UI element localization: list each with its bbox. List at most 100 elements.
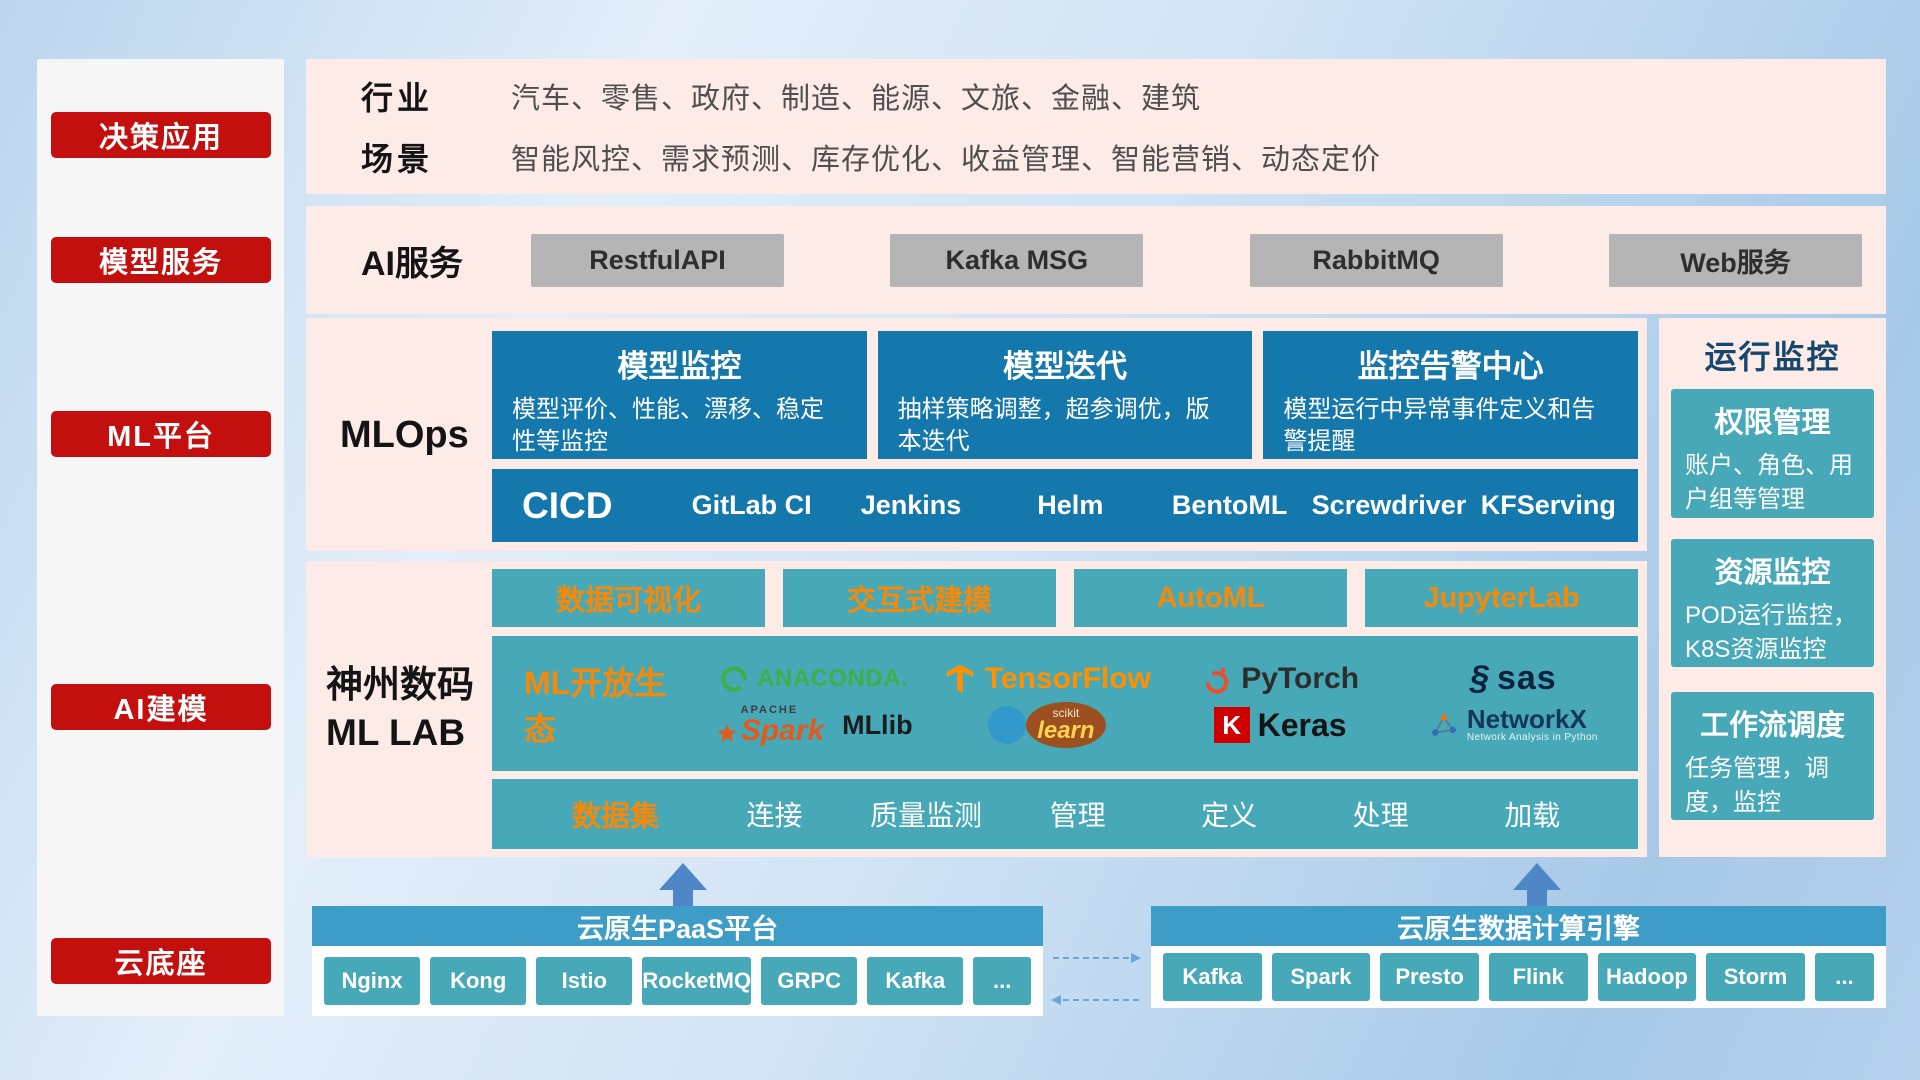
sidebar-item-decision-app: 决策应用: [51, 112, 271, 158]
networkx-wordmark: NetworkX: [1466, 704, 1587, 735]
industry-list: 汽车、零售、政府、制造、能源、文旅、金融、建筑: [511, 83, 1202, 116]
chip-more: ...: [973, 957, 1032, 1005]
industry-row: 行业 汽车、零售、政府、制造、能源、文旅、金融、建筑: [361, 73, 1886, 119]
industry-scene-panel: 行业 汽车、零售、政府、制造、能源、文旅、金融、建筑 场景 智能风控、需求预测、…: [306, 59, 1886, 194]
chip-kafka: Kafka: [867, 957, 964, 1005]
up-arrow-icon: [1513, 863, 1561, 907]
dashed-arrow-right-icon: [1053, 953, 1141, 963]
engine-chip-strip: Kafka Spark Presto Flink Hadoop Storm ..…: [1151, 946, 1886, 1008]
arrow-head: [659, 863, 707, 890]
ml-open-ecosystem-box: ML开放生态 ANACONDA. TensorFlow: [492, 636, 1638, 771]
sidebar-item-cloud-base: 云底座: [51, 938, 271, 984]
chip-hadoop: Hadoop: [1597, 953, 1697, 1001]
runtime-monitoring-title: 运行监控: [1704, 339, 1841, 375]
pytorch-wordmark: PyTorch: [1241, 661, 1360, 695]
scikit-learn-logo: scikit learn: [987, 702, 1106, 748]
cicd-tool-screwdriver: Screwdriver: [1311, 490, 1467, 520]
ai-service-buttons: RestfulAPI Kafka MSG RabbitMQ Web服务: [531, 233, 1862, 287]
networkx-subtitle: Network Analysis in Python: [1466, 732, 1598, 744]
networkx-icon: [1431, 714, 1456, 736]
card-desc: 账户、角色、用户组等管理: [1685, 452, 1853, 513]
ml-open-ecosystem-label: ML开放生态: [524, 664, 667, 747]
data-engine-bar: 云原生数据计算引擎: [1151, 906, 1886, 946]
sas-logo: § sas: [1470, 659, 1557, 698]
paas-platform-bar: 云原生PaaS平台: [312, 906, 1043, 946]
dashed-arrow-left-icon: [1051, 995, 1139, 1005]
ml-lab-label-line2: ML LAB: [326, 712, 466, 754]
permission-management-card: 权限管理 账户、角色、用户组等管理: [1671, 389, 1874, 518]
pytorch-logo: PyTorch: [1201, 662, 1359, 696]
card-title: 监控告警中心: [1357, 349, 1544, 384]
dataset-label: 数据集: [571, 801, 659, 833]
mlops-label: MLOps: [340, 414, 469, 456]
ai-service-panel: AI服务 RestfulAPI Kafka MSG RabbitMQ Web服务: [306, 206, 1886, 314]
cicd-tool-helm: Helm: [1037, 490, 1104, 520]
arrow-head: [1131, 953, 1141, 963]
scene-row: 场景 智能风控、需求预测、库存优化、收益管理、智能营销、动态定价: [361, 134, 1886, 180]
apache-label: APACHE: [740, 703, 799, 716]
paas-chip-strip: Nginx Kong Istio RocketMQ GRPC Kafka ...: [312, 946, 1043, 1016]
chip-presto: Presto: [1380, 953, 1479, 1001]
chip-kafka: Kafka: [1163, 953, 1262, 1001]
left-category-rail: [37, 59, 284, 1016]
cicd-tool-kfserving: KFServing: [1480, 490, 1616, 520]
tensorflow-icon: [946, 664, 973, 693]
dataset-item-define: 定义: [1201, 800, 1258, 831]
card-desc: 任务管理，调度，监控: [1685, 755, 1829, 816]
chip-flink: Flink: [1488, 953, 1588, 1001]
networkx-text-block: NetworkX Network Analysis in Python: [1466, 704, 1598, 744]
industry-label: 行业: [361, 80, 434, 117]
chip-grpc: GRPC: [761, 957, 858, 1005]
dataset-item-manage: 管理: [1049, 800, 1106, 831]
sklearn-blue-dot-icon: [987, 706, 1026, 744]
sidebar-item-model-service: 模型服务: [51, 237, 271, 283]
ml-lab-label: 神州数码 ML LAB: [326, 661, 474, 757]
model-iteration-card: 模型迭代 抽样策略调整，超参调优，版本迭代: [877, 331, 1253, 459]
learn-wordmark: learn: [1037, 717, 1095, 744]
spark-star-icon: [717, 723, 737, 742]
card-title: 权限管理: [1714, 407, 1831, 439]
ml-lab-panel: 神州数码 ML LAB 数据可视化 交互式建模 AutoML JupyterLa…: [306, 561, 1647, 857]
scene-label: 场景: [361, 140, 434, 177]
chip-rocketmq: RocketMQ: [642, 957, 752, 1005]
dataset-item-load: 加载: [1504, 800, 1561, 831]
ai-service-label: AI服务: [361, 244, 463, 283]
alert-center-card: 监控告警中心 模型运行中异常事件定义和告警提醒: [1263, 331, 1639, 459]
sas-swirl-icon: §: [1470, 659, 1489, 697]
card-title: 模型监控: [617, 349, 742, 384]
pytorch-icon: [1205, 667, 1229, 694]
sklearn-blob-icon: scikit learn: [1025, 702, 1106, 748]
dataset-bar: 数据集 连接 质量监测 管理 定义 处理 加载: [492, 779, 1638, 849]
up-arrow-icon: [659, 863, 707, 907]
mlops-panel: MLOps 模型监控 模型评价、性能、漂移、稳定性等监控 模型迭代 抽样策略调整…: [306, 318, 1647, 551]
service-web: Web服务: [1608, 233, 1862, 287]
keras-icon: K: [1213, 707, 1250, 743]
dataset-item-quality: 质量监测: [870, 800, 983, 831]
card-desc: POD运行监控，K8S资源监控: [1685, 602, 1858, 663]
runtime-monitoring-panel: 运行监控 权限管理 账户、角色、用户组等管理 资源监控 POD运行监控，K8S资…: [1659, 318, 1886, 857]
card-title: 模型迭代: [1003, 349, 1127, 384]
arrow-stem: [673, 890, 693, 907]
tool-data-visualization: 数据可视化: [492, 569, 765, 627]
card-title: 工作流调度: [1699, 710, 1845, 742]
chip-more: ...: [1814, 953, 1875, 1001]
dataset-item-process: 处理: [1352, 800, 1409, 831]
arrow-head: [1051, 995, 1061, 1005]
cicd-tool-gitlab-ci: GitLab CI: [691, 490, 812, 520]
ml-lab-tools: 数据可视化 交互式建模 AutoML JupyterLab: [492, 569, 1638, 627]
chip-kong: Kong: [430, 957, 527, 1005]
chip-nginx: Nginx: [324, 957, 421, 1005]
card-desc: 模型评价、性能、漂移、稳定性等监控: [512, 396, 824, 456]
card-desc: 模型运行中异常事件定义和告警提醒: [1283, 396, 1596, 456]
card-title: 资源监控: [1714, 557, 1831, 589]
spark-row: Spark: [715, 713, 825, 747]
tensorflow-wordmark: TensorFlow: [984, 661, 1151, 695]
service-restfulapi: RestfulAPI: [531, 233, 784, 287]
anaconda-wordmark: ANACONDA.: [757, 664, 909, 692]
spark-mark: APACHE Spark: [715, 703, 825, 747]
spark-wordmark: Spark: [740, 713, 825, 747]
mllib-wordmark: MLlib: [842, 709, 913, 740]
keras-logo: K Keras: [1213, 707, 1347, 744]
card-desc: 抽样策略调整，超参调优，版本迭代: [897, 396, 1210, 456]
